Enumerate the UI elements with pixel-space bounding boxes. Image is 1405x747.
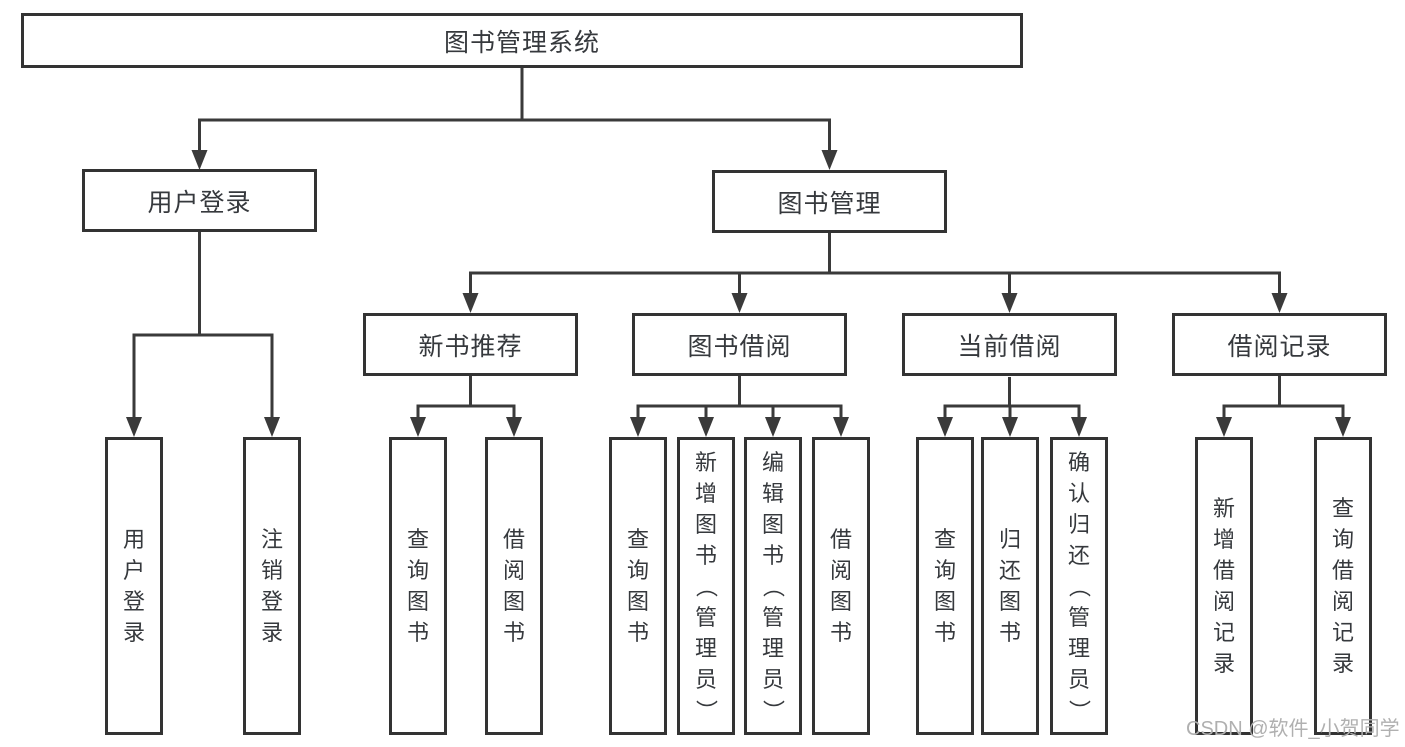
node-new-book-recommend: 新书推荐 (363, 313, 578, 376)
leaf-label: 用户登录 (122, 527, 145, 645)
leaf-edit-book-admin: 编辑图书（管理员） (744, 437, 802, 735)
node-label: 图书借阅 (687, 332, 792, 361)
node-label: 借阅记录 (1227, 332, 1332, 361)
node-label: 用户登录 (147, 188, 252, 217)
node-book-management: 图书管理 (712, 170, 947, 233)
node-borrowing-records: 借阅记录 (1172, 313, 1387, 376)
csdn-watermark: CSDN @软件_小贺同学 (1186, 718, 1400, 740)
leaf-label: 借阅图书 (502, 527, 525, 645)
node-library-management-system: 图书管理系统 (21, 13, 1023, 68)
leaf-borrow-query-books: 查询图书 (609, 437, 667, 735)
leaf-confirm-return-admin: 确认归还（管理员） (1050, 437, 1108, 735)
leaf-label: 编辑图书（管理员） (760, 449, 786, 722)
leaf-logout: 注销登录 (243, 437, 301, 735)
node-label: 图书管理 (777, 189, 882, 218)
leaf-label: 确认归还（管理员） (1066, 449, 1092, 722)
leaf-label: 查询借阅记录 (1331, 496, 1354, 676)
leaf-label: 新增图书（管理员） (693, 449, 719, 722)
node-label: 当前借阅 (957, 332, 1062, 361)
leaf-return-books: 归还图书 (981, 437, 1039, 735)
leaf-new-books-query-books: 查询图书 (389, 437, 447, 735)
node-label: 图书管理系统 (443, 28, 600, 57)
leaf-label: 查询图书 (933, 527, 956, 645)
leaf-label: 新增借阅记录 (1212, 496, 1235, 676)
leaf-label: 注销登录 (260, 527, 283, 645)
node-book-borrowing: 图书借阅 (632, 313, 847, 376)
leaf-query-borrow-record: 查询借阅记录 (1314, 437, 1372, 735)
tree-edges (132, 68, 1345, 421)
leaf-current-query-books: 查询图书 (916, 437, 974, 735)
leaf-label: 归还图书 (998, 527, 1021, 645)
node-user-login: 用户登录 (82, 169, 317, 232)
leaf-new-books-borrow-books: 借阅图书 (485, 437, 543, 735)
leaf-label: 查询图书 (626, 527, 649, 645)
leaf-add-borrow-record: 新增借阅记录 (1195, 437, 1253, 735)
leaf-user-login: 用户登录 (105, 437, 163, 735)
node-current-borrowing: 当前借阅 (902, 313, 1117, 376)
leaf-label: 借阅图书 (829, 527, 852, 645)
leaf-add-book-admin: 新增图书（管理员） (677, 437, 735, 735)
leaf-borrow-books: 借阅图书 (812, 437, 870, 735)
leaf-label: 查询图书 (406, 527, 429, 645)
arrowhead-icons (126, 150, 1351, 437)
node-label: 新书推荐 (418, 332, 523, 361)
